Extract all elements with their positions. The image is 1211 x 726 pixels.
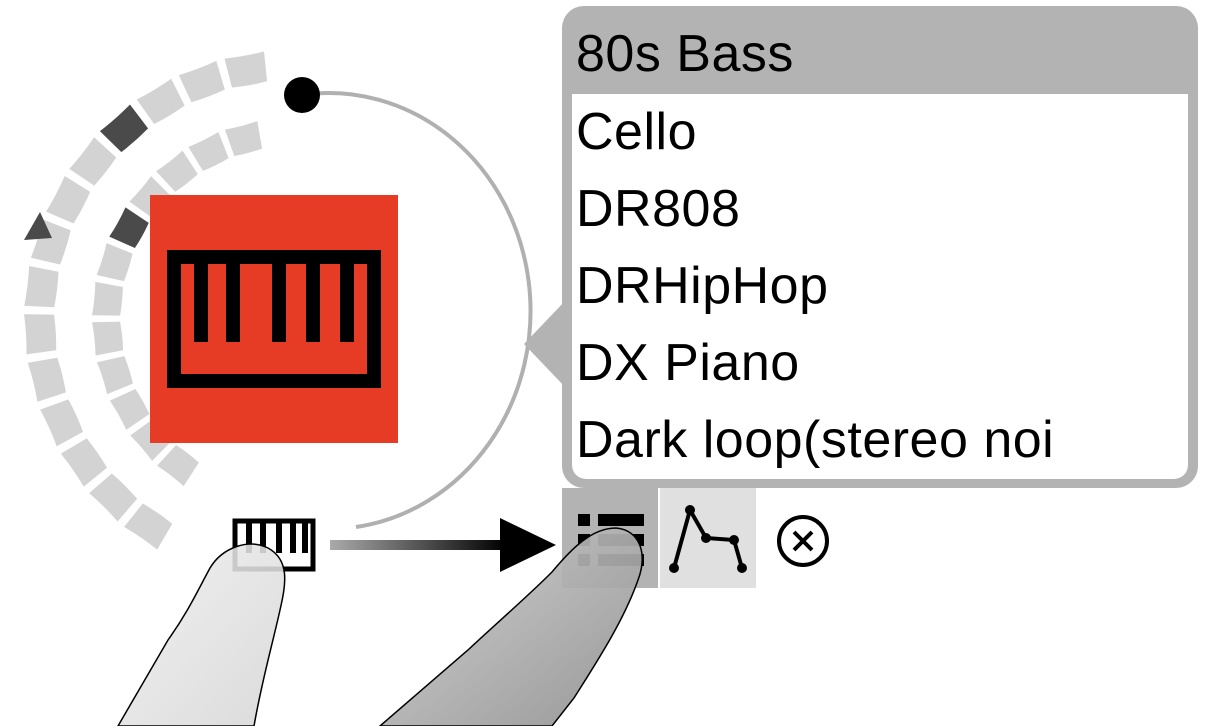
preset-item-80s-bass[interactable]: 80s Bass bbox=[572, 24, 1188, 94]
dial-segment-outer bbox=[27, 357, 66, 402]
preset-item-drhiphop[interactable]: DRHipHop bbox=[572, 248, 1188, 325]
dial-segment-inner bbox=[156, 150, 198, 192]
dial-segment-outer bbox=[24, 265, 59, 308]
dial-arc bbox=[301, 91, 533, 529]
arrow-icon bbox=[330, 518, 556, 572]
dial-segment-inner bbox=[188, 132, 229, 171]
preset-list[interactable]: 80s Bass Cello DR808 DRHipHop DX Piano D… bbox=[572, 24, 1188, 480]
dial-segment-inner bbox=[92, 321, 124, 356]
envelope-tab[interactable] bbox=[660, 488, 756, 588]
piano-keys-icon bbox=[167, 250, 381, 388]
dial-segment-inner bbox=[157, 445, 199, 487]
dial-segment-inner bbox=[109, 207, 149, 249]
dial-segment-outer bbox=[46, 175, 91, 224]
dial-segment-outer bbox=[40, 399, 84, 447]
dial-segment-outer bbox=[89, 473, 138, 522]
dial-segment-outer bbox=[224, 51, 268, 88]
dial-segment-outer bbox=[99, 104, 149, 153]
dial-handle[interactable] bbox=[284, 77, 320, 113]
dial-segments-outer bbox=[24, 51, 268, 550]
dial-segment-inner bbox=[96, 356, 133, 395]
preset-item-dark-loop[interactable]: Dark loop(stereo noi bbox=[572, 402, 1188, 479]
dial-segment-outer bbox=[124, 503, 173, 550]
dial-segment-inner bbox=[92, 281, 123, 316]
dial-segment-outer bbox=[60, 438, 108, 487]
dial-start-marker bbox=[24, 212, 52, 240]
dial-segment-inner bbox=[224, 121, 263, 156]
preset-item-dr808[interactable]: DR808 bbox=[572, 171, 1188, 248]
finger-right bbox=[378, 527, 643, 726]
envelope-icon bbox=[669, 504, 747, 573]
instrument-tile[interactable] bbox=[150, 195, 398, 443]
dial-segment-outer bbox=[136, 78, 185, 124]
popup-pointer bbox=[524, 300, 566, 388]
preset-item-dx-piano[interactable]: DX Piano bbox=[572, 325, 1188, 402]
preset-item-cello[interactable]: Cello bbox=[572, 94, 1188, 171]
dial-segment-outer bbox=[69, 137, 117, 186]
dial-segment-outer bbox=[24, 314, 57, 355]
dial-segment-inner bbox=[109, 389, 150, 430]
dial-segment-inner bbox=[96, 243, 133, 282]
finger-left bbox=[117, 543, 286, 726]
instrument-dial[interactable] bbox=[0, 0, 560, 726]
dial-segment-outer bbox=[178, 60, 225, 103]
close-icon[interactable] bbox=[772, 510, 834, 572]
